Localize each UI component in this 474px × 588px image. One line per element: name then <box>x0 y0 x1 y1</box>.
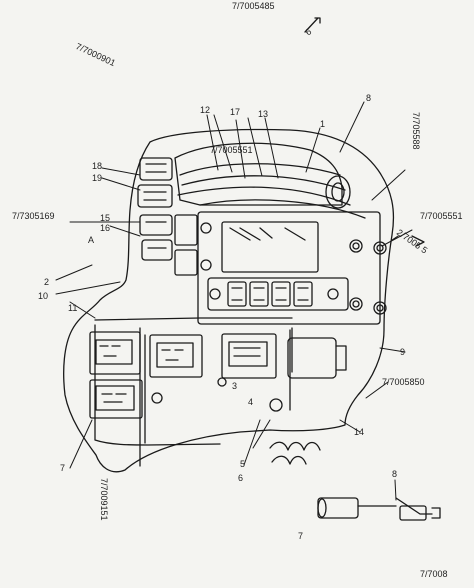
callout-2: 2 <box>44 277 50 287</box>
callout-right-ref: 7/705588 <box>411 112 421 150</box>
callout-right-lower-ref: 7/7005551 <box>420 211 463 221</box>
callout-11: 11 <box>68 303 78 313</box>
callout-14: 14 <box>354 427 365 437</box>
callout-13: 13 <box>258 109 269 119</box>
upper-grommet <box>326 176 350 208</box>
callout-bottom-ref-b: 8 <box>392 469 398 479</box>
callout-5: 5 <box>240 459 246 469</box>
callout-bottom-left-ref: 7/7009151 <box>99 478 109 521</box>
callout-upper-ref: 7/7005551 <box>210 145 253 155</box>
callout-4: 4 <box>248 397 254 407</box>
callout-a: A <box>88 235 95 245</box>
callout-1: 1 <box>320 119 326 129</box>
callout-6: 6 <box>238 473 244 483</box>
callout-15: 15 <box>100 213 111 223</box>
callout-16: 16 <box>100 223 111 233</box>
top-arrow <box>305 18 320 32</box>
callout-10: 10 <box>38 291 49 301</box>
callout-8: 8 <box>366 93 372 103</box>
callout-left-ref: 7/7305169 <box>12 211 55 221</box>
callout-mid-right-ref: 7/7005850 <box>382 377 425 387</box>
right-arrow <box>412 236 424 246</box>
left-connector-stack <box>138 158 197 275</box>
upper-grommet-inner <box>332 183 344 201</box>
callout-bottom-ref-a: 7 <box>298 531 304 541</box>
callout-19: 19 <box>92 173 103 183</box>
callout-17: 17 <box>230 107 241 117</box>
main-mounting-plate <box>198 212 386 324</box>
upper-housing <box>175 143 342 205</box>
harness-wires <box>178 164 365 218</box>
leader-lines <box>56 102 412 500</box>
lower-relay-row <box>90 330 346 443</box>
callout-3: 3 <box>232 381 238 391</box>
harness-outline <box>64 130 394 472</box>
bracket-rails <box>95 318 292 466</box>
callout-12: 12 <box>200 105 211 115</box>
callout-7: 7 <box>60 463 66 473</box>
callout-top-center: 7/7005485 <box>232 1 275 11</box>
callout-bottom-corner: 7/7008 <box>420 569 448 579</box>
lower-spring-assembly <box>270 442 440 520</box>
callout-18: 18 <box>92 161 103 171</box>
callout-9: 9 <box>400 347 406 357</box>
